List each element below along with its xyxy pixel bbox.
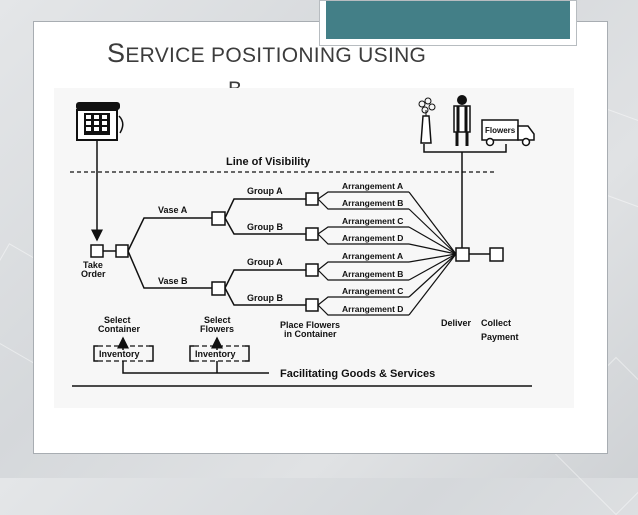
title-cutoff-text: B (228, 80, 242, 88)
branch-arrangement (317, 261, 409, 271)
slide-title: SERVICE POSITIONING USING (107, 38, 547, 69)
arrangement-label: Arrangement B (342, 198, 403, 208)
arrangement-label: Arrangement C (342, 216, 403, 226)
deliver-label: Deliver (441, 318, 472, 328)
title-rest: ERVICE POSITIONING USING (125, 44, 427, 67)
inventory-label: Inventory (99, 349, 140, 359)
branch-vase-b (127, 250, 212, 289)
branch-group (224, 269, 306, 289)
blueprint-svg: Flowers Line of Visibility Take Order Va… (70, 95, 535, 387)
group-label: Group B (247, 293, 283, 303)
branch-arrangement (317, 304, 409, 316)
branch-arrangement (317, 269, 409, 281)
title-accent-box (319, 0, 577, 46)
select-flowers-label-2: Flowers (200, 324, 234, 334)
facilitating-label: Facilitating Goods & Services (280, 368, 435, 380)
group-node (305, 227, 319, 241)
delivery-truck-icon (481, 119, 535, 147)
take-order-node (90, 244, 104, 258)
branch-arrangement (317, 233, 409, 245)
facilitating-line-left (122, 361, 269, 374)
blueprint-diagram: Flowers Line of Visibility Take Order Va… (54, 88, 574, 408)
branch-arrangement (317, 226, 409, 235)
vase-icon (418, 97, 436, 144)
group-label: Group A (247, 257, 283, 267)
group-node (305, 192, 319, 206)
arrangement-label: Arrangement A (342, 251, 403, 261)
arrangement-label: Arrangement A (342, 181, 403, 191)
branch-group (224, 198, 306, 219)
arrangement-label: Arrangement D (342, 304, 403, 314)
title-cutoff-line: B (228, 80, 242, 88)
arrangement-label: Arrangement C (342, 286, 403, 296)
select-container-label-1: Select (104, 315, 131, 325)
arrangement-label: Arrangement B (342, 269, 403, 279)
payment-label: Payment (481, 332, 519, 342)
select-flowers-label-1: Select (204, 315, 231, 325)
order-node-2 (115, 244, 129, 258)
group-node (305, 263, 319, 277)
line-of-visibility-label: Line of Visibility (226, 156, 311, 168)
branch-vase-a (127, 217, 212, 252)
branch-arrangement (317, 296, 409, 306)
inventory-label: Inventory (195, 349, 236, 359)
branch-group (224, 287, 306, 306)
vase-b-node (211, 281, 226, 296)
group-label: Group A (247, 186, 283, 196)
branch-arrangement (317, 198, 409, 210)
take-order-label-1: Take (83, 260, 103, 270)
group-node (305, 298, 319, 312)
place-flowers-label-1: Place Flowers (280, 320, 340, 330)
converge-lines (408, 191, 457, 316)
place-flowers-label-2: in Container (284, 329, 337, 339)
take-order-label-2: Order (81, 269, 106, 279)
vase-a-label: Vase A (158, 205, 188, 215)
vase-a-node (211, 211, 226, 226)
group-label: Group B (247, 222, 283, 232)
collect-label: Collect (481, 318, 511, 328)
deliver-node (455, 247, 470, 262)
arrangement-label: Arrangement D (342, 233, 403, 243)
vase-b-label: Vase B (158, 276, 188, 286)
collect-payment-node (489, 247, 504, 262)
title-accent-fill (326, 1, 570, 39)
title-first-letter: S (107, 38, 126, 68)
telephone-icon (76, 102, 124, 141)
icon-bracket (423, 144, 507, 153)
delivery-person-icon (453, 95, 471, 146)
branch-arrangement (317, 191, 409, 200)
select-container-label-2: Container (98, 324, 141, 334)
truck-label: Flowers (485, 126, 516, 135)
branch-group (224, 217, 306, 235)
inventory-box-flowers (189, 345, 250, 362)
